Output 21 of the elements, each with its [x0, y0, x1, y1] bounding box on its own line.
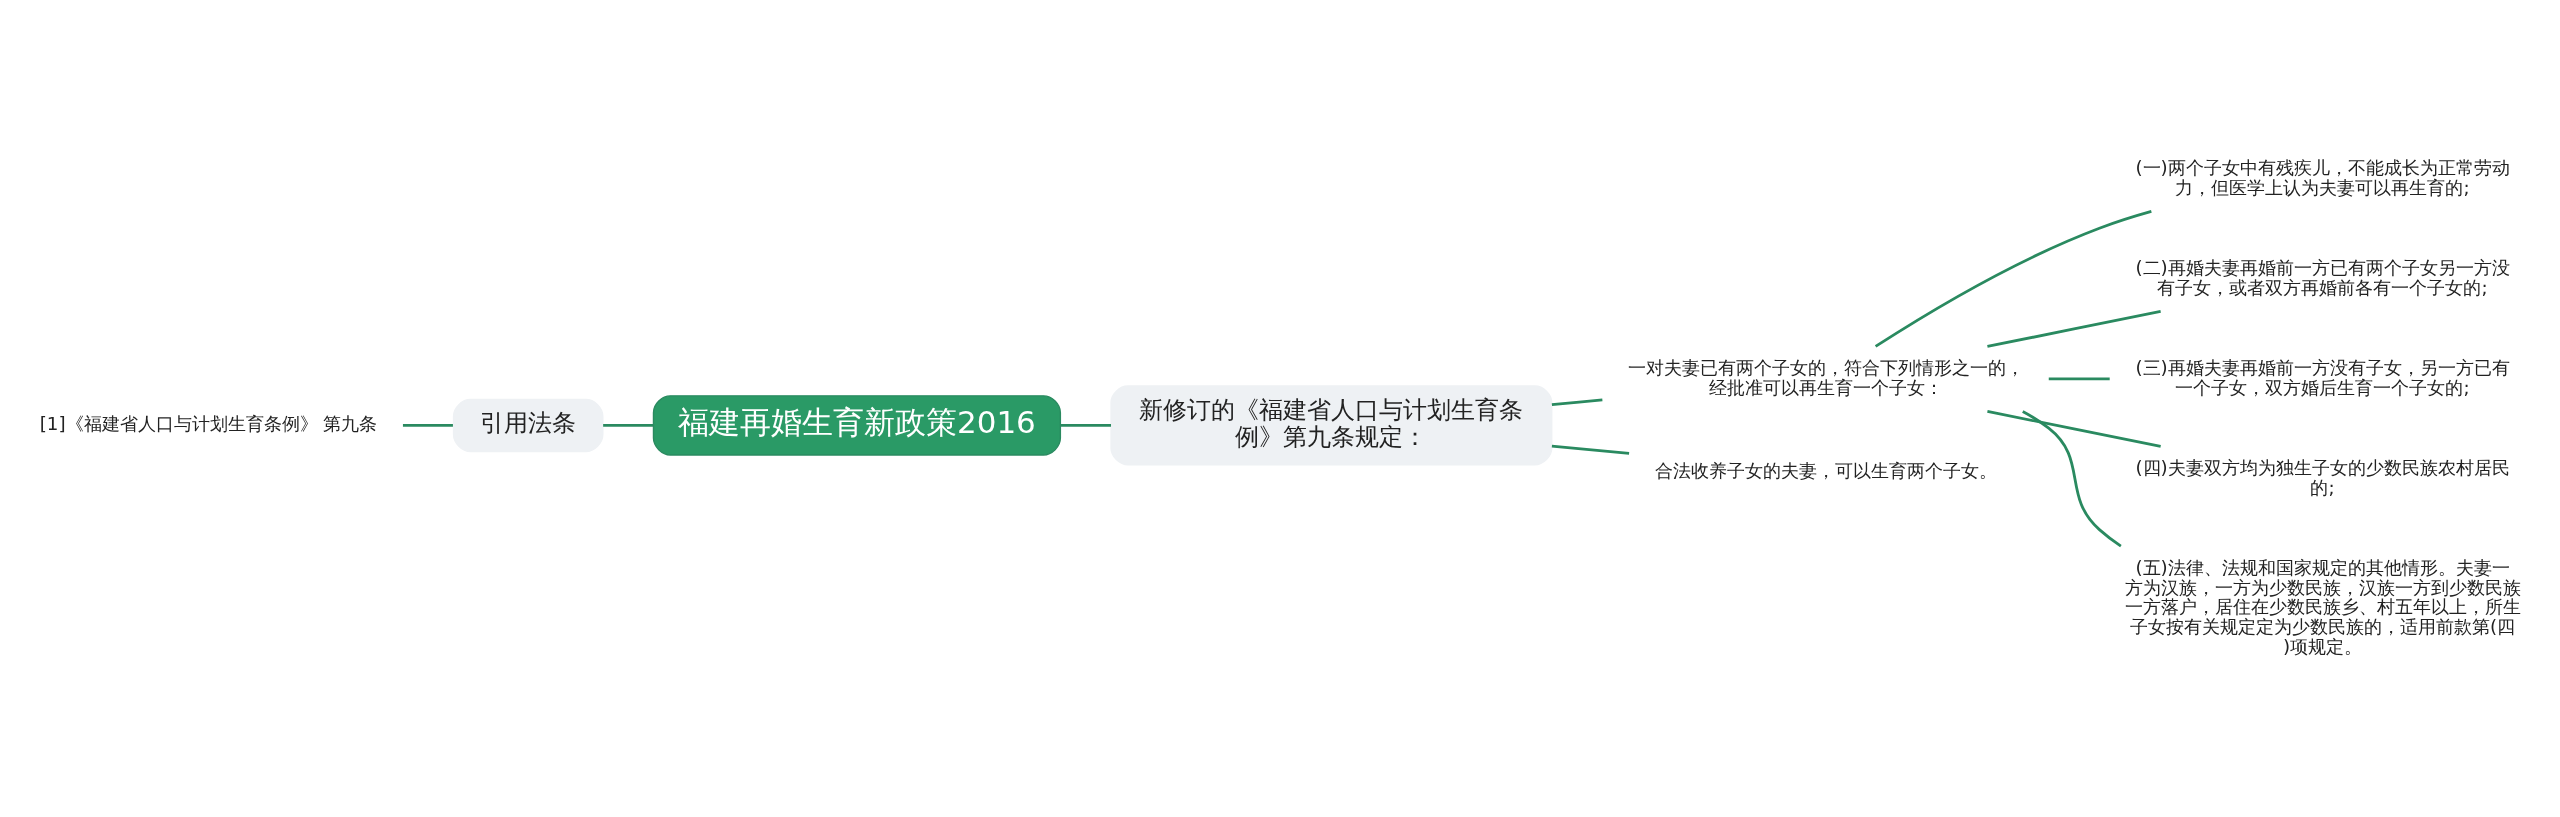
node-text: (三)再婚夫妻再婚前一方没有子女，另一方已有一个子女，双方婚后生育一个子女的; [2135, 356, 2510, 398]
connector [2022, 410, 2122, 548]
node-box: 新修订的《福建省人口与计划生育条例》第九条规定： [1110, 385, 1553, 466]
node-text: 一对夫妻已有两个子女的，符合下列情形之一的，经批准可以再生育一个子女： [1627, 356, 2024, 398]
connector [1551, 398, 1603, 407]
node-box: 福建再婚生育新政策2016 [652, 395, 1062, 456]
connector [402, 423, 453, 427]
connector [1874, 210, 2152, 348]
node-text: (二)再婚夫妻再婚前一方已有两个子女另一方没有子女，或者双方再婚前各有一个子女的; [2135, 256, 2510, 298]
node-text: [1]《福建省人口与计划生育条例》 第九条 [39, 413, 378, 435]
node-text: (一)两个子女中有残疾儿，不能成长为正常劳动力，但医学上认为夫妻可以再生育的; [2135, 156, 2510, 198]
connector [1987, 410, 2161, 448]
connector [1551, 444, 1630, 455]
node-text: (五)法律、法规和国家规定的其他情形。夫妻一方为汉族，一方为少数民族，汉族一方到少数民族一方落户，居住在少数民族乡、村五年以上，所生子女按有关规定定为少数民族的，适用前款第(四)项规定。 [2124, 556, 2521, 657]
node-text: (四)夫妻双方均为独生子女的少数民族农村居民的; [2135, 456, 2510, 498]
connector [603, 423, 654, 427]
node-text: 合法收养子女的夫妻，可以生育两个子女。 [1654, 459, 1997, 481]
connector [1060, 423, 1111, 427]
connector [1987, 310, 2161, 348]
node-box: 引用法条 [452, 398, 604, 453]
connector [2048, 377, 2110, 381]
